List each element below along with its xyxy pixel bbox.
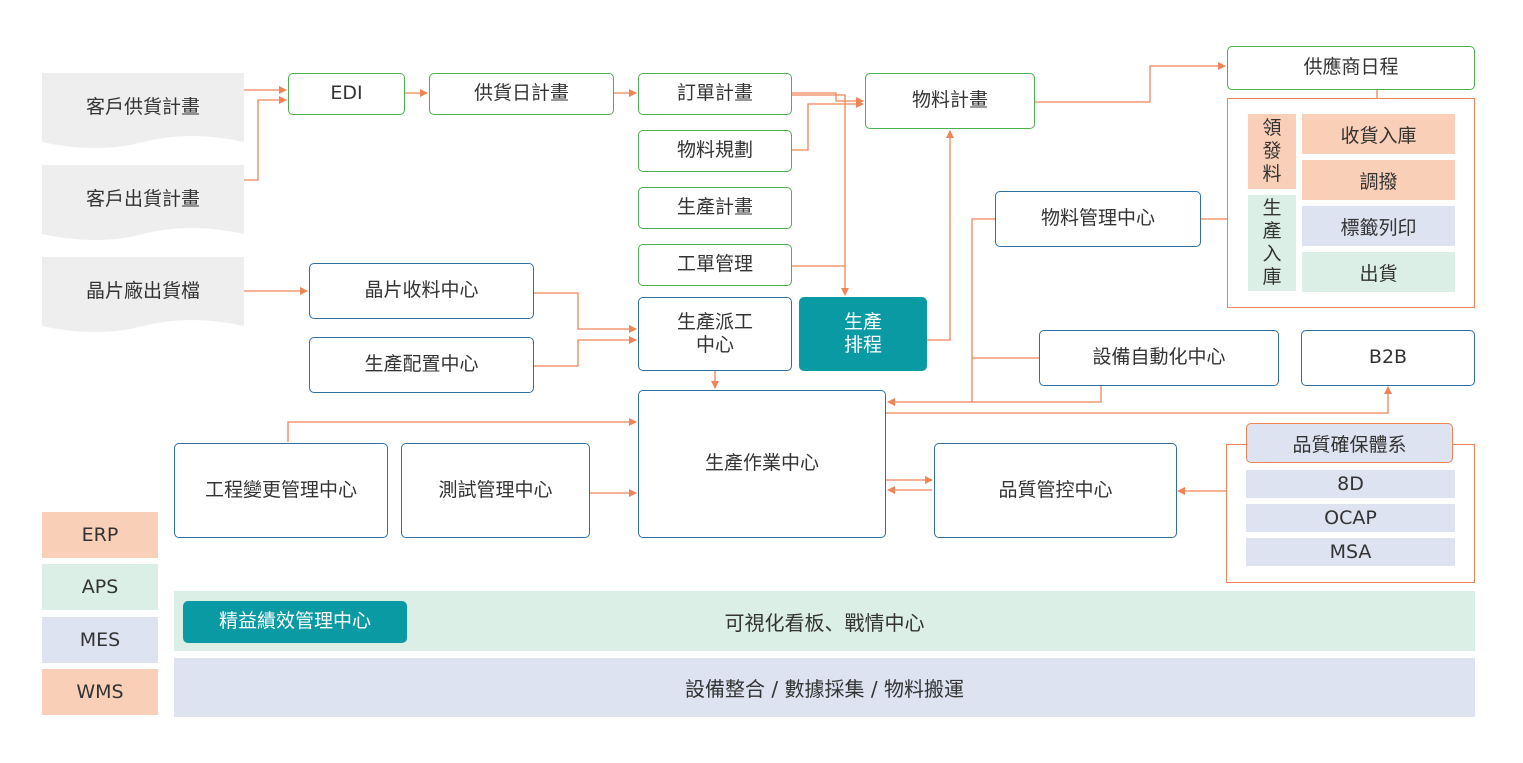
node-production-plan: 生產計畫 [638,187,792,229]
node-dispatch-center: 生產派工 中心 [638,297,792,371]
quality-system-title: 品質確保體系 [1246,423,1453,463]
lean-performance-center: 精益績效管理中心 [183,601,407,643]
document-shape-supply-plan [42,73,244,148]
wms-shipping: 出貨 [1302,252,1455,292]
arrow-config-to-dispatch [534,336,637,367]
node-scheduling-line2: 排程 [843,334,882,356]
node-production-config-center: 生產配置中心 [309,337,534,393]
quality-item-msa: MSA [1246,538,1455,566]
wms-panel: 領 發 料 生 產 入 庫 收貨入庫 調撥 標籤列印 出貨 [1227,98,1475,308]
node-edi: EDI [288,73,405,115]
band-visual-board-label: 可視化看板、戰情中心 [724,610,925,635]
wms-receipt-label: 生 產 入 庫 [1248,195,1296,291]
node-production-ops-center: 生產作業中心 [638,390,886,538]
wms-label-printing: 標籤列印 [1302,206,1455,246]
node-dispatch-line1: 生產派工 [676,311,753,334]
node-supply-daily-plan: 供貨日計畫 [429,73,614,115]
quality-item-ocap: OCAP [1246,504,1455,532]
legend-aps: APS [42,564,158,610]
node-material-planning: 物料規劃 [638,130,792,172]
arrow-order-plan-to-material-plan [792,92,864,105]
node-b2b: B2B [1301,330,1475,386]
legend-erp: ERP [42,512,158,558]
arrow-material-plan-to-supplier [1035,62,1226,103]
node-material-plan: 物料計畫 [865,73,1035,129]
arrow-equipment-to-ops [887,386,1102,406]
node-order-plan: 訂單計畫 [638,73,792,115]
wms-receiving-storage: 收貨入庫 [1302,114,1455,154]
node-material-mgmt-center: 物料管理中心 [995,191,1201,247]
arrow-scheduling-to-material-plan [927,130,954,341]
node-scheduling-line1: 生產 [843,311,882,334]
node-equipment-automation-center: 設備自動化中心 [1039,330,1279,386]
wms-transfer: 調撥 [1302,160,1455,200]
node-supplier-schedule: 供應商日程 [1227,46,1475,90]
line-material-mgmt-trunk [971,218,995,402]
node-engineering-change-center: 工程變更管理中心 [174,443,388,538]
arrow-order-plan-to-scheduling [792,94,849,296]
document-shape-shipping-plan [42,165,244,240]
node-production-scheduling: 生產 排程 [799,297,927,371]
arrow-ops-to-b2b [886,386,1392,414]
band-integration: 設備整合 / 數據採集 / 物料搬運 [174,658,1475,717]
quality-system-panel: 8D OCAP MSA [1226,444,1475,583]
node-quality-control-center: 品質管控中心 [934,443,1177,538]
node-work-order-mgmt: 工單管理 [638,244,792,286]
node-wafer-receiving-center: 晶片收料中心 [309,263,534,319]
arrow-receiving-to-dispatch [534,292,637,333]
node-test-mgmt-center: 測試管理中心 [401,443,590,538]
document-customer-shipping-plan: 客戶出貨計畫 [85,187,200,210]
legend-wms: WMS [42,669,158,715]
arrow-shipping-plan-to-edi [244,96,287,181]
document-wafer-fab-shipping-file: 晶片廠出貨檔 [85,279,200,302]
quality-item-8d: 8D [1246,470,1455,498]
arrow-material-planning-to-material-plan [792,100,864,151]
document-customer-supply-plan: 客戶供貨計畫 [85,95,200,118]
wms-issue-label: 領 發 料 [1248,114,1296,189]
node-dispatch-line2: 中心 [695,334,734,356]
document-shape-wafer-file [42,257,244,332]
legend-mes: MES [42,617,158,663]
arrow-eng-change-to-ops [287,418,637,442]
